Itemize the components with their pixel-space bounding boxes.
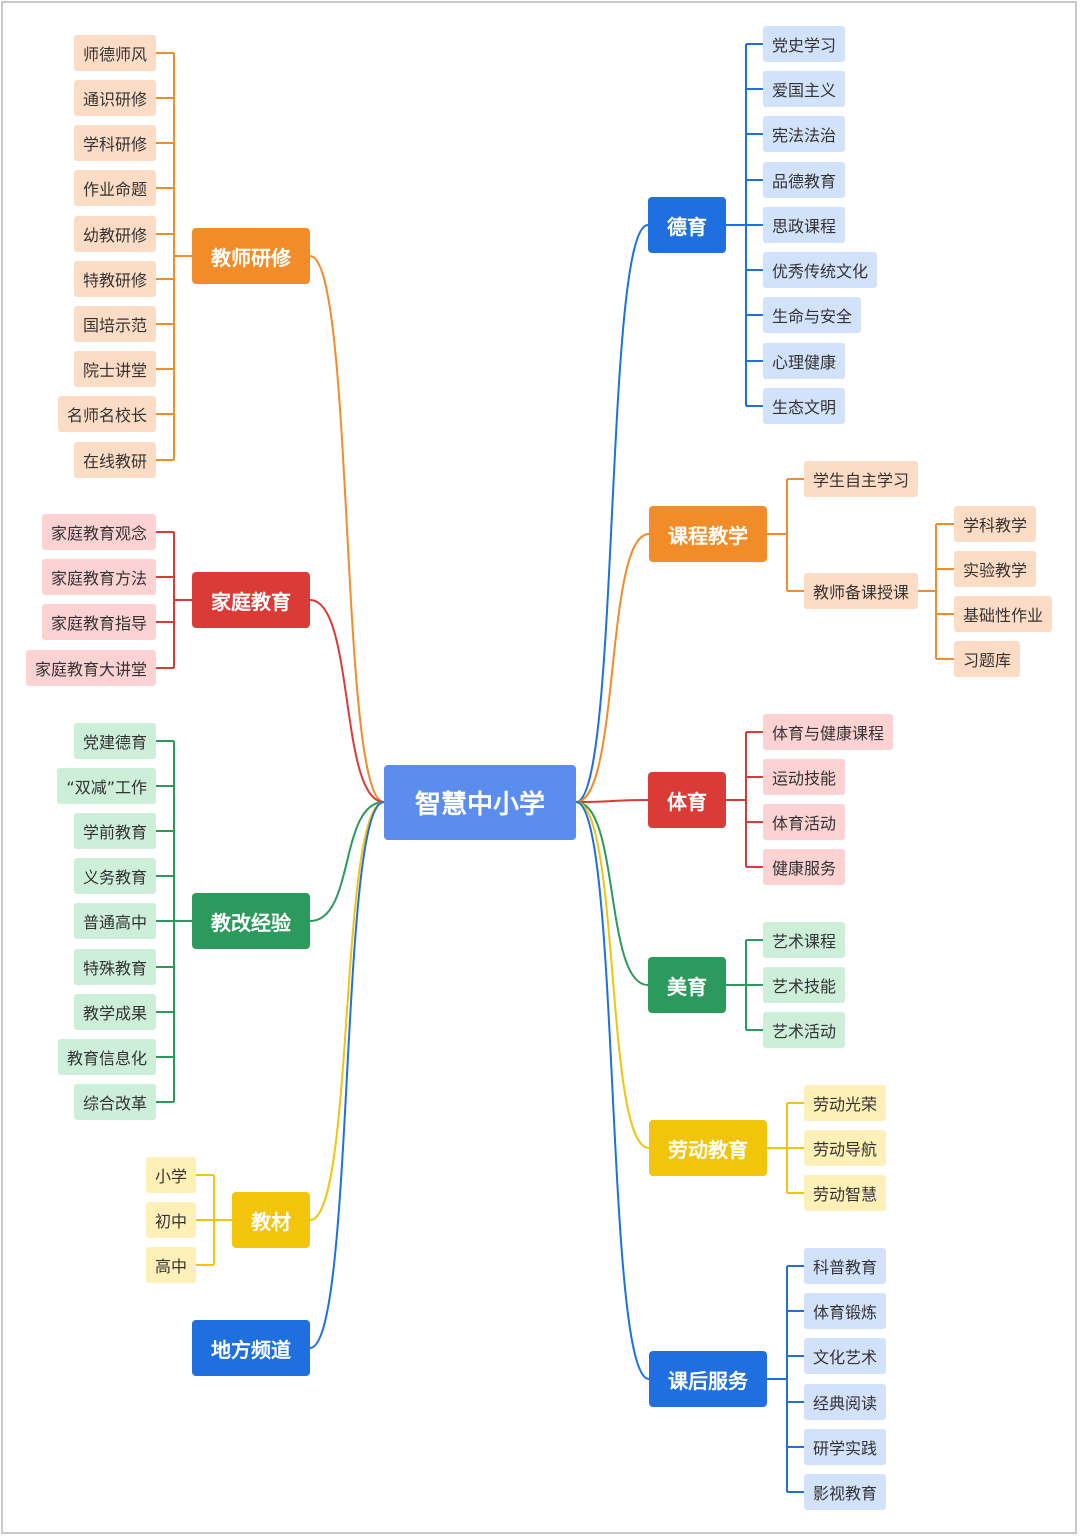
center-node[interactable]: 智慧中小学 [384,765,576,840]
sub-leaf-node[interactable]: 基础性作业 [954,596,1053,632]
leaf-node[interactable]: 文化艺术 [804,1338,887,1374]
leaf-node[interactable]: 义务教育 [73,858,156,894]
leaf-node[interactable]: 家庭教育方法 [41,559,156,595]
leaf-node[interactable]: 特教研修 [73,261,156,297]
leaf-node[interactable]: 生命与安全 [763,297,862,333]
branch-node[interactable]: 教材 [232,1192,310,1248]
leaf-node[interactable]: 名师名校长 [57,396,156,432]
leaf-node[interactable]: 教育信息化 [57,1039,156,1075]
leaf-node[interactable]: 特殊教育 [73,949,156,985]
leaf-node[interactable]: 劳动导航 [804,1130,887,1166]
leaf-node[interactable]: 国培示范 [73,306,156,342]
branch-connector [309,599,385,803]
branch-connector [575,224,649,803]
branch-node[interactable]: 家庭教育 [192,572,310,628]
branch-node[interactable]: 教师研修 [192,228,310,284]
leaf-node[interactable]: 生态文明 [763,388,846,424]
branch-connector [575,799,649,803]
leaf-node[interactable]: 家庭教育观念 [41,514,156,550]
branch-connector [575,801,649,986]
leaf-node[interactable]: 经典阅读 [804,1384,887,1420]
leaf-node[interactable]: 幼教研修 [73,216,156,252]
leaf-node[interactable]: 科普教育 [804,1248,887,1284]
leaf-node[interactable]: 院士讲堂 [73,351,156,387]
leaf-node[interactable]: 体育与健康课程 [763,714,894,750]
leaf-node[interactable]: 爱国主义 [763,71,846,107]
leaf-node[interactable]: 品德教育 [763,162,846,198]
leaf-node[interactable]: 劳动光荣 [804,1085,887,1121]
leaf-node[interactable]: 运动技能 [763,759,846,795]
leaf-node[interactable]: 艺术活动 [763,1012,846,1048]
leaf-node[interactable]: 艺术课程 [763,922,846,958]
leaf-node[interactable]: 作业命题 [73,170,156,206]
leaf-node[interactable]: 体育锻炼 [804,1293,887,1329]
leaf-node[interactable]: 党建德育 [73,723,156,759]
branch-node[interactable]: 德育 [648,197,726,253]
leaf-node[interactable]: 教学成果 [73,994,156,1030]
leaf-node[interactable]: 学科研修 [73,125,156,161]
leaf-node[interactable]: 心理健康 [763,343,846,379]
leaf-node[interactable]: 高中 [145,1247,196,1283]
leaf-node[interactable]: 家庭教育指导 [41,604,156,640]
branch-node[interactable]: 地方频道 [192,1320,310,1376]
leaf-node[interactable]: 学前教育 [73,813,156,849]
leaf-node[interactable]: 普通高中 [73,903,156,939]
leaf-node[interactable]: 家庭教育大讲堂 [25,650,156,686]
leaf-node[interactable]: 劳动智慧 [804,1175,887,1211]
branch-connector [575,533,650,803]
branch-connector [309,255,385,803]
leaf-node[interactable]: 学生自主学习 [804,461,919,497]
leaf-node[interactable]: 宪法法治 [763,116,846,152]
leaf-node[interactable]: 优秀传统文化 [763,252,878,288]
sub-leaf-node[interactable]: 实验教学 [954,551,1037,587]
leaf-node[interactable]: 师德师风 [73,35,156,71]
leaf-node[interactable]: 通识研修 [73,80,156,116]
leaf-node[interactable]: 思政课程 [763,207,846,243]
leaf-node[interactable]: 研学实践 [804,1429,887,1465]
sub-leaf-node[interactable]: 学科教学 [954,506,1037,542]
leaf-node[interactable]: 综合改革 [73,1084,156,1120]
branch-connector [575,801,650,1149]
branch-node[interactable]: 课程教学 [649,506,767,562]
leaf-node[interactable]: 教师备课授课 [804,573,919,609]
branch-connector [309,801,385,922]
leaf-node[interactable]: 艺术技能 [763,967,846,1003]
leaf-node[interactable]: 在线教研 [73,442,156,478]
leaf-node[interactable]: “双减”工作 [57,768,156,804]
branch-node[interactable]: 教改经验 [192,893,310,949]
branch-node[interactable]: 美育 [648,957,726,1013]
branch-node[interactable]: 劳动教育 [649,1120,767,1176]
branch-node[interactable]: 体育 [648,772,726,828]
branch-connector [575,801,650,1380]
branch-connector [309,801,385,1221]
leaf-node[interactable]: 党史学习 [763,26,846,62]
leaf-node[interactable]: 初中 [145,1202,196,1238]
leaf-node[interactable]: 小学 [145,1157,196,1193]
branch-node[interactable]: 课后服务 [649,1351,767,1407]
leaf-node[interactable]: 体育活动 [763,804,846,840]
branch-connector [309,801,385,1349]
leaf-node[interactable]: 健康服务 [763,849,846,885]
leaf-node[interactable]: 影视教育 [804,1474,887,1510]
sub-leaf-node[interactable]: 习题库 [954,641,1021,677]
